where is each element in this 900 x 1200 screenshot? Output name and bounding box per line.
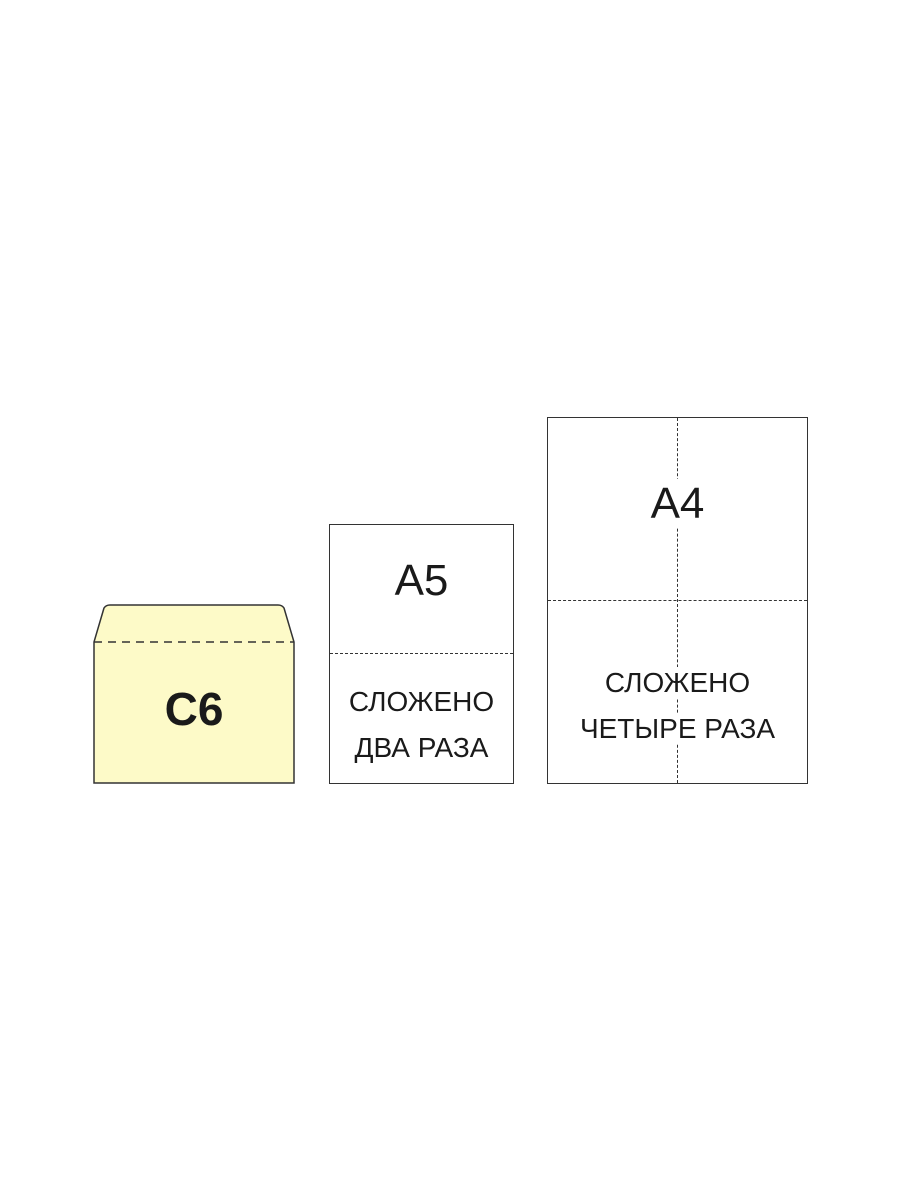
- a4-horizontal-fold-line: [548, 600, 807, 601]
- a5-fold-line: [330, 653, 513, 654]
- a5-fold-note-line1: СЛОЖЕНО: [348, 686, 495, 717]
- a5-fold-note-line2: ДВА РАЗА: [354, 732, 489, 763]
- a4-size-label: A4: [548, 479, 807, 528]
- a5-size-label: A5: [394, 556, 449, 605]
- a4-fold-note-line2: ЧЕТЫРЕ РАЗА: [548, 708, 807, 750]
- a5-sheet: A5 СЛОЖЕНО ДВА РАЗА: [329, 524, 514, 784]
- a4-fold-note-line1: СЛОЖЕНО: [548, 662, 807, 704]
- envelope-shape: [93, 604, 295, 784]
- c6-envelope: C6: [93, 604, 295, 784]
- a4-sheet: A4 СЛОЖЕНО ЧЕТЫРЕ РАЗА: [547, 417, 808, 784]
- envelope-size-label: C6: [164, 683, 224, 735]
